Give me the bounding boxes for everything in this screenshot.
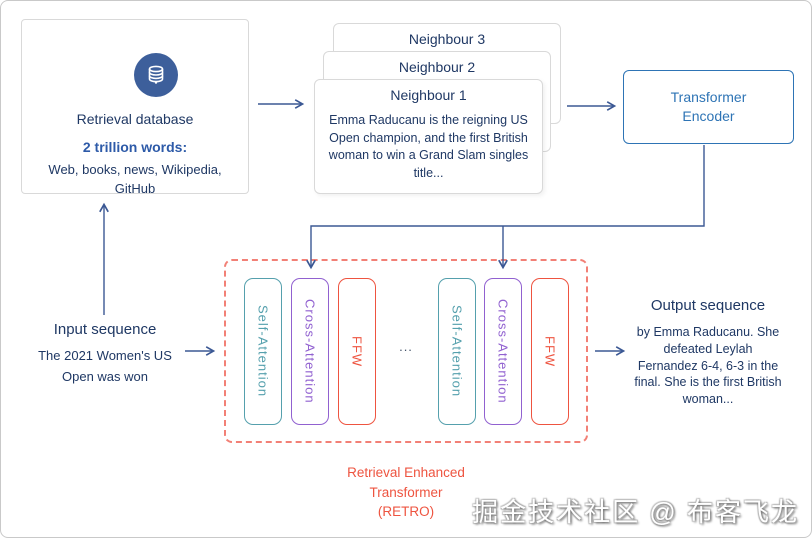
database-sources-line2: GitHub	[114, 181, 156, 196]
database-stat: 2 trillion words:	[82, 139, 188, 155]
ffw-label-2: FFW	[542, 335, 558, 368]
ffw-block-1: FFW	[338, 278, 376, 425]
output-line-2: defeated Leylah	[663, 341, 753, 356]
transformer-encoder-box: Transformer Encoder	[623, 70, 794, 144]
transformer-encoder-line2: Encoder	[682, 108, 735, 124]
retrieval-database-title: Retrieval database	[76, 111, 194, 127]
cross-attention-label-2: Cross-Attention	[495, 299, 511, 404]
retro-caption-line-1: Retrieval Enhanced	[347, 465, 465, 480]
neighbour-1-line-3: woman to win a Grand Slam singles	[328, 148, 529, 162]
input-sequence: Input sequence The 2021 Women's US Open …	[15, 321, 195, 387]
retrieval-database-box: Retrieval database 2 trillion words: Web…	[21, 19, 249, 196]
input-line-1: The 2021 Women's US	[38, 348, 172, 363]
retro-caption: Retrieval Enhanced Transformer (RETRO)	[224, 463, 588, 522]
self-attention-block-1: Self-Attention	[244, 278, 282, 425]
watermark-text: 掘金技术社区 @ 布客飞龙	[472, 497, 799, 527]
cross-attention-block-2: Cross-Attention	[484, 278, 522, 425]
retro-caption-line-3: (RETRO)	[377, 504, 435, 519]
ffw-label-1: FFW	[349, 335, 365, 368]
neighbour-1-line-1: Emma Raducanu is the reigning US	[329, 113, 528, 127]
cross-attention-label-1: Cross-Attention	[302, 299, 318, 404]
neighbour-3-title: Neighbour 3	[408, 31, 486, 47]
output-line-1: by Emma Raducanu. She	[636, 325, 780, 339]
input-sequence-body: The 2021 Women's US Open was won	[15, 345, 195, 387]
output-line-5: woman...	[682, 392, 734, 407]
output-line-4: final. She is the first British	[634, 375, 782, 390]
neighbour-1-body: Emma Raducanu is the reigning US Open ch…	[315, 112, 542, 182]
ffw-block-2: FFW	[531, 278, 569, 425]
self-attention-label-1: Self-Attention	[255, 305, 271, 398]
neighbour-1-line-4: title...	[413, 165, 444, 180]
output-sequence-title: Output sequence	[650, 297, 766, 314]
database-sources-line1: Web, books, news, Wikipedia,	[48, 162, 222, 177]
output-sequence: Output sequence by Emma Raducanu. She de…	[613, 297, 803, 408]
transformer-encoder-line1: Transformer	[670, 89, 747, 105]
neighbour-1-line-2: Open champion, and the first British	[329, 130, 528, 145]
neighbour-2-title: Neighbour 2	[398, 59, 476, 75]
neighbour-1-title: Neighbour 1	[390, 87, 467, 103]
ellipsis-between-blocks: ...	[399, 339, 413, 354]
neighbour-1-card: Neighbour 1 Emma Raducanu is the reignin…	[314, 79, 543, 194]
retro-caption-line-2: Transformer	[369, 484, 443, 500]
output-line-3: Fernandez 6-4, 6-3 in the	[637, 358, 779, 373]
input-sequence-title: Input sequence	[53, 321, 157, 338]
output-sequence-body: by Emma Raducanu. She defeated Leylah Fe…	[613, 324, 803, 408]
self-attention-label-2: Self-Attention	[449, 305, 465, 398]
cross-attention-block-1: Cross-Attention	[291, 278, 329, 425]
self-attention-block-2: Self-Attention	[438, 278, 476, 425]
database-icon	[134, 53, 178, 97]
database-sources: Web, books, news, Wikipedia, GitHub	[22, 160, 248, 198]
input-line-2: Open was won	[62, 369, 148, 384]
